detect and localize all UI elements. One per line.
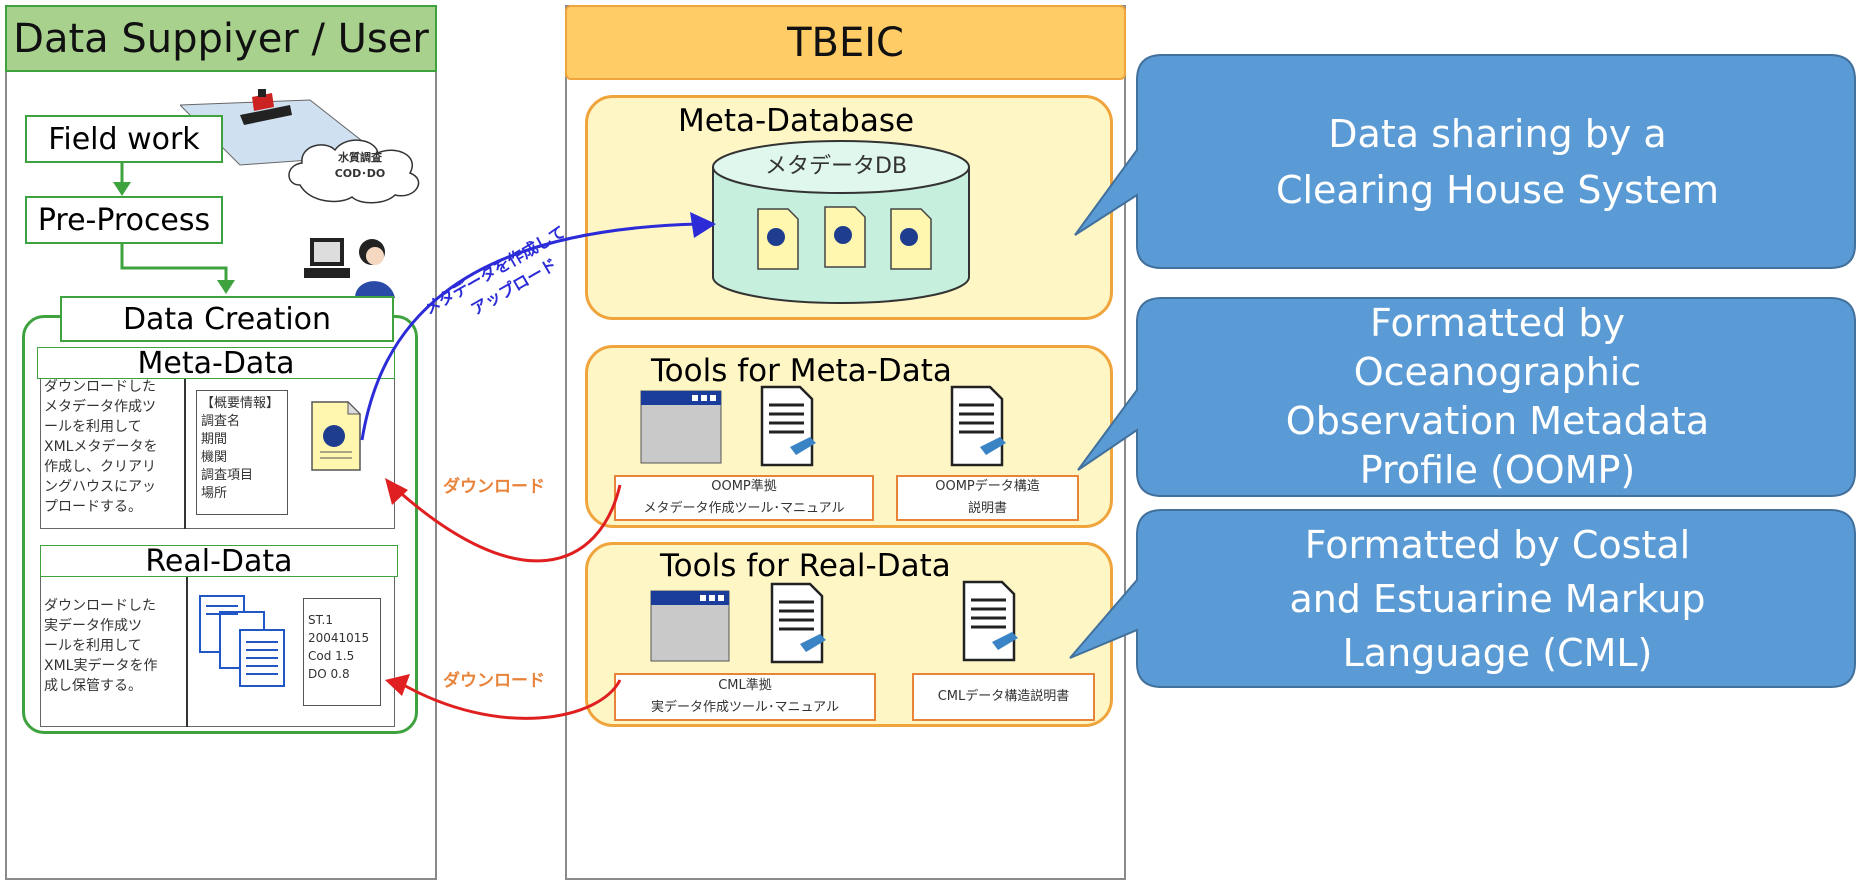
download-real-label: ダウンロード xyxy=(443,671,545,691)
tbeic-header-label: TBEIC xyxy=(787,19,904,66)
database-label: メタデータDB xyxy=(765,154,908,179)
callout-2-line: Oceanographic xyxy=(1353,350,1642,394)
callout-3-line: and Estuarine Markup xyxy=(1289,576,1706,621)
tools-meta-box1: OOMP準拠 メタデータ作成ツール･マニュアル xyxy=(614,475,874,521)
meta-database-title: Meta-Database xyxy=(678,103,915,139)
real-desc-line: XML実データを作 xyxy=(44,658,158,674)
tbeic-header: TBEIC xyxy=(565,5,1126,80)
tools-meta-box2-line: OOMPデータ構造 xyxy=(935,479,1040,494)
tools-meta-box2-line: 説明書 xyxy=(967,501,1007,516)
cloud-text-line2: COD･DO xyxy=(334,167,386,180)
real-desc-line: 成し保管する。 xyxy=(44,678,142,694)
real-desc-line: ールを利用して xyxy=(44,638,142,654)
meta-desc-line: ングハウスにアッ xyxy=(44,479,156,495)
meta-data-label-box: Meta-Data xyxy=(37,345,395,381)
meta-desc-line: プロードする。 xyxy=(44,499,142,515)
tools-meta-box2: OOMPデータ構造 説明書 xyxy=(896,475,1079,521)
meta-fields-card: 【概要情報】 調査名 期間 機関 調査項目 場所 xyxy=(196,390,288,515)
data-creation-label: Data Creation xyxy=(122,301,332,337)
real-data-label: Real-Data xyxy=(145,543,293,579)
real-desc-line: ダウンロードした xyxy=(44,598,156,614)
callout-1-line: Data sharing by a xyxy=(1328,111,1667,156)
supplier-header: Data Suppiyer / User xyxy=(5,5,437,72)
database-cylinder xyxy=(712,140,970,304)
cloud-text: 水質調査 COD･DO xyxy=(330,150,390,182)
callout-shapes xyxy=(1069,54,1856,688)
pre-process-box: Pre-Process xyxy=(25,196,223,244)
callout-1-shape xyxy=(1074,54,1856,269)
tools-meta-spec-icon xyxy=(950,385,1006,467)
callout-2-line: Formatted by xyxy=(1370,301,1625,345)
tools-meta-window-icon xyxy=(640,390,722,464)
meta-desc-line: XMLメタデータを xyxy=(44,439,158,455)
cloud-text-line1: 水質調査 xyxy=(338,151,382,164)
callout-3-shape xyxy=(1069,509,1856,688)
person-computer-illustration xyxy=(304,238,395,298)
cloud-shape xyxy=(288,139,420,204)
real-data-label-box: Real-Data xyxy=(40,543,398,579)
callout-2-shape xyxy=(1077,297,1856,497)
meta-field: 【概要情報】 xyxy=(201,396,280,411)
callout-1-line: Clearing House System xyxy=(1275,167,1720,212)
field-work-box: Field work xyxy=(25,115,223,163)
meta-field: 機関 xyxy=(201,450,228,465)
meta-desc-line: 作成し、クリアリ xyxy=(44,459,156,475)
tools-real-box2: CMLデータ構造説明書 xyxy=(912,673,1095,721)
callout-3-line: Language (CML) xyxy=(1342,630,1653,675)
meta-field: 調査項目 xyxy=(201,468,254,483)
meta-desc-line: ールを利用して xyxy=(44,419,142,435)
real-value: Cod 1.5 xyxy=(308,649,355,663)
real-value: DO 0.8 xyxy=(308,667,350,681)
field-work-label: Field work xyxy=(48,121,200,157)
supplier-header-label: Data Suppiyer / User xyxy=(13,15,429,62)
tools-meta-box1-line: OOMP準拠 xyxy=(711,479,777,494)
callout-2-line: Observation Metadata xyxy=(1285,399,1710,443)
meta-desc-line: ダウンロードした xyxy=(44,379,156,395)
tools-real-box1-line: CML準拠 xyxy=(718,678,772,693)
xml-document-icon xyxy=(311,400,362,471)
tools-real-box1-line: 実データ作成ツール･マニュアル xyxy=(650,700,840,715)
tools-real-title: Tools for Real-Data xyxy=(660,548,951,584)
download-meta-label: ダウンロード xyxy=(443,477,545,497)
tools-real-box2-label: CMLデータ構造説明書 xyxy=(937,689,1070,704)
real-desc-line: 実データ作成ツ xyxy=(44,618,142,634)
stacked-documents-icon xyxy=(199,595,285,687)
tools-real-box1: CML準拠 実データ作成ツール･マニュアル xyxy=(614,673,876,721)
tools-meta-title: Tools for Meta-Data xyxy=(651,353,952,389)
tools-meta-manual-icon xyxy=(760,385,816,467)
callout-3-text: Formatted by Costal and Estuarine Markup… xyxy=(1140,510,1855,687)
callout-2-line: Profile (OOMP) xyxy=(1359,448,1636,492)
real-divider xyxy=(186,577,188,727)
meta-field: 調査名 xyxy=(201,414,241,429)
pre-process-label: Pre-Process xyxy=(37,202,211,238)
callout-1-text: Data sharing by a Clearing House System xyxy=(1140,55,1855,268)
meta-desc-line: メタデータ作成ツ xyxy=(44,399,156,415)
meta-divider xyxy=(184,379,186,529)
tools-real-manual-icon xyxy=(770,582,826,664)
meta-description: ダウンロードした メタデータ作成ツ ールを利用して XMLメタデータを 作成し、… xyxy=(44,377,184,517)
callout-2-text: Formatted by Oceanographic Observation M… xyxy=(1140,298,1855,496)
real-value: ST.1 xyxy=(308,613,333,627)
meta-field: 期間 xyxy=(201,432,228,447)
real-values-card: ST.1 20041015 Cod 1.5 DO 0.8 xyxy=(303,598,381,706)
real-value: 20041015 xyxy=(308,631,370,645)
data-creation-box: Data Creation xyxy=(60,296,394,342)
real-description: ダウンロードした 実データ作成ツ ールを利用して XML実データを作 成し保管す… xyxy=(44,596,184,696)
tools-meta-box1-line: メタデータ作成ツール･マニュアル xyxy=(643,501,845,516)
tools-real-spec-icon xyxy=(962,580,1018,662)
tools-real-window-icon xyxy=(650,590,730,662)
meta-data-label: Meta-Data xyxy=(137,345,295,381)
meta-field: 場所 xyxy=(201,486,228,501)
callout-3-line: Formatted by Costal xyxy=(1304,522,1691,567)
